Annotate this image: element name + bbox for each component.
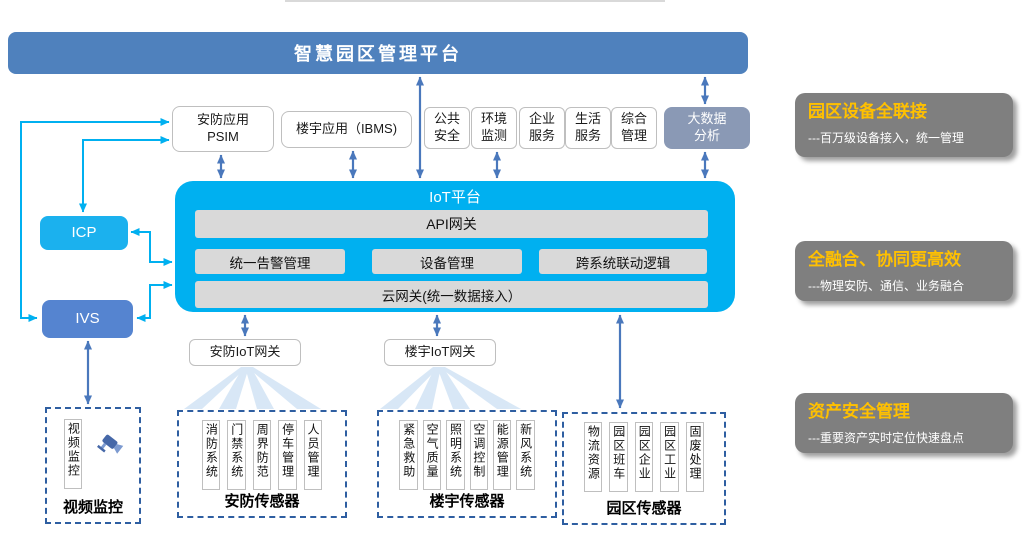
sensor-items-row: 紧急救助 空气质量 照明系统 空调控制 能源管理 新风系统 <box>399 420 535 490</box>
sensor-item: 消防系统 <box>202 420 221 490</box>
feature-panel-title: 全融合、协同更高效 <box>808 250 961 269</box>
sensor-item: 人员管理 <box>303 420 322 490</box>
iot-platform-title: IoT平台 <box>429 188 481 206</box>
node-ivs: IVS <box>42 300 133 338</box>
sensor-item: 物流资源 <box>584 422 603 492</box>
iot-api-gateway: API网关 <box>195 210 708 238</box>
feature-panel-title: 园区设备全联接 <box>808 102 927 121</box>
sensor-item: 园区工业 <box>660 422 679 492</box>
sensor-group-label: 园区传感器 <box>606 500 682 517</box>
app-environment-monitoring: 环境 监测 <box>471 107 517 149</box>
security-iot-gateway: 安防IoT网关 <box>189 339 301 366</box>
node-icp: ICP <box>40 216 128 250</box>
iot-cloud-gateway: 云网关(统一数据接入） <box>195 281 708 308</box>
sensor-items-row: 物流资源 园区班车 园区企业 园区工业 固废处理 <box>584 422 704 492</box>
sensor-group-label: 安防传感器 <box>224 493 300 510</box>
app-integrated-management: 综合 管理 <box>611 107 657 149</box>
sensor-item: 紧急救助 <box>399 420 418 490</box>
app-ibms: 楼宇应用（IBMS) <box>281 111 412 148</box>
feature-panel-desc: ---重要资产实时定位快速盘点 <box>808 430 964 445</box>
sensor-group-park: 物流资源 园区班车 园区企业 园区工业 固废处理 园区传感器 <box>562 412 726 525</box>
sensor-item: 空调控制 <box>469 420 488 490</box>
feature-panel-title: 资产安全管理 <box>808 402 910 421</box>
ptz-camera-icon <box>97 434 124 454</box>
sensor-group-building: 紧急救助 空气质量 照明系统 空调控制 能源管理 新风系统 楼宇传感器 <box>377 410 557 518</box>
sensor-item: 周界防范 <box>252 420 272 490</box>
sensor-item: 视频监控 <box>64 419 83 489</box>
sensor-item: 园区企业 <box>634 422 654 492</box>
sensor-group-label: 楼宇传感器 <box>429 493 505 510</box>
sensor-item: 空气质量 <box>422 420 442 490</box>
top-divider-line <box>285 0 665 2</box>
platform-banner: 智慧园区管理平台 <box>8 32 748 74</box>
iot-module-device-management: 设备管理 <box>372 249 522 274</box>
sensor-group-label: 视频监控 <box>62 499 123 516</box>
feature-panel-device-connection: 园区设备全联接 ---百万级设备接入，统一管理 <box>795 93 1013 157</box>
app-enterprise-services: 企业 服务 <box>519 107 565 149</box>
sensor-group-video-surveillance: 视频监控 视频监控 <box>45 407 141 524</box>
iot-module-cross-system-linkage: 跨系统联动逻辑 <box>539 249 707 274</box>
app-public-safety: 公共 安全 <box>424 107 470 149</box>
feature-panel-desc: ---物理安防、通信、业务融合 <box>808 278 964 293</box>
app-psim: 安防应用 PSIM <box>172 106 274 152</box>
feature-panel-desc: ---百万级设备接入，统一管理 <box>808 130 964 145</box>
gateway-fan-rays <box>184 367 521 409</box>
sensor-item: 门禁系统 <box>227 420 246 490</box>
sensor-item: 停车管理 <box>278 420 297 490</box>
iot-module-alarm-management: 统一告警管理 <box>195 249 345 274</box>
platform-banner-title: 智慧园区管理平台 <box>294 44 462 64</box>
app-bigdata-analysis: 大数据 分析 <box>664 107 750 149</box>
sensor-item: 照明系统 <box>446 420 465 490</box>
sensor-group-security: 消防系统 门禁系统 周界防范 停车管理 人员管理 安防传感器 <box>177 410 347 518</box>
feature-panel-asset-security: 资产安全管理 ---重要资产实时定位快速盘点 <box>795 393 1013 453</box>
building-iot-gateway: 楼宇IoT网关 <box>384 339 496 366</box>
sensor-item: 新风系统 <box>516 420 535 490</box>
feature-panel-convergence: 全融合、协同更高效 ---物理安防、通信、业务融合 <box>795 241 1013 301</box>
app-living-services: 生活 服务 <box>565 107 611 149</box>
sensor-item: 园区班车 <box>609 422 628 492</box>
sensor-item: 固废处理 <box>685 422 704 492</box>
sensor-item: 能源管理 <box>492 420 512 490</box>
sensor-items-row: 消防系统 门禁系统 周界防范 停车管理 人员管理 <box>202 420 322 490</box>
